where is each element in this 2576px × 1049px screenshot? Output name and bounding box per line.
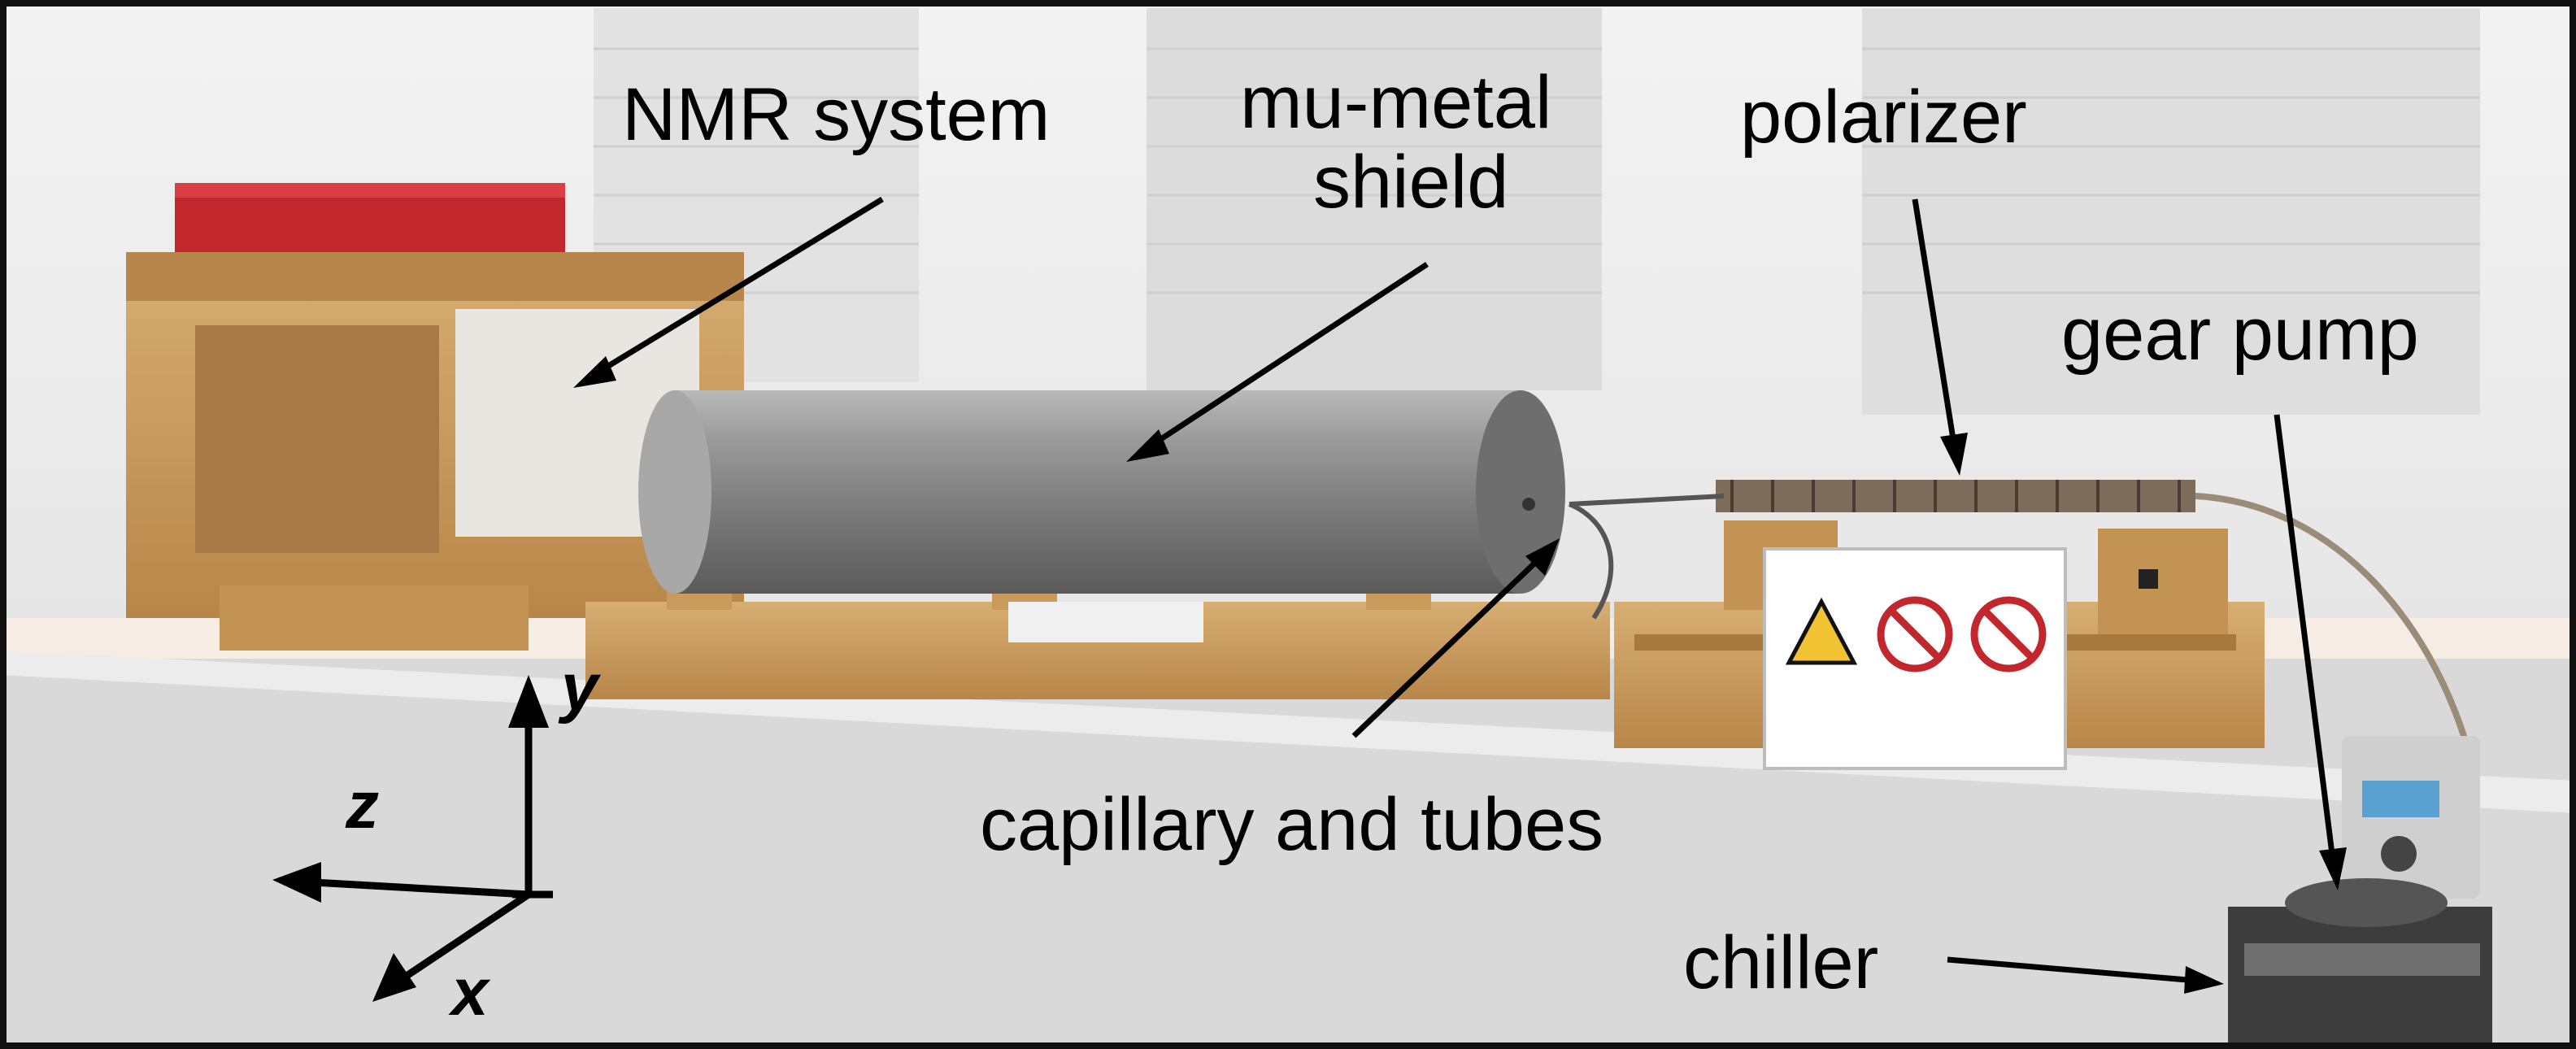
tubes [1568, 494, 1725, 620]
cylinder-end-cap [1476, 390, 1565, 594]
chiller [2228, 907, 2492, 1049]
mu-metal-arrow [1153, 262, 1429, 446]
mu-metal-cylinder [675, 390, 1521, 594]
axis-label-z: z [346, 768, 379, 842]
x-axis-arrowhead [372, 953, 416, 1002]
label-gear-pump: gear pump [2061, 293, 2419, 376]
polarizer-arrow [1912, 198, 1956, 440]
label-mu-metal-line2: shield [1313, 141, 1509, 224]
y-axis-arrowhead [508, 675, 549, 728]
label-nmr-system: NMR system [622, 73, 1051, 156]
z-axis-arrowhead [272, 862, 321, 903]
polarizer-device [1716, 480, 2195, 512]
coordinate-axes [272, 675, 553, 1002]
label-capillary-and-tubes: capillary and tubes [980, 783, 1604, 866]
axis-label-x: x [451, 955, 489, 1029]
z-axis-line [312, 878, 529, 899]
window-right [1862, 8, 2480, 415]
magnet-warning-icon [1785, 597, 1858, 665]
window-center [1147, 8, 1602, 390]
chiller-arrow [1947, 956, 2188, 983]
axis-label-y: y [561, 651, 598, 725]
label-mu-metal-line1: mu-metal [1240, 61, 1552, 144]
capillary-arrow [1351, 559, 1539, 738]
label-chiller: chiller [1683, 921, 1879, 1004]
label-polarizer: polarizer [1740, 76, 2027, 159]
gear-pump-arrow [2274, 414, 2335, 855]
nmr-arrow [600, 197, 884, 372]
x-axis-line [404, 891, 531, 979]
